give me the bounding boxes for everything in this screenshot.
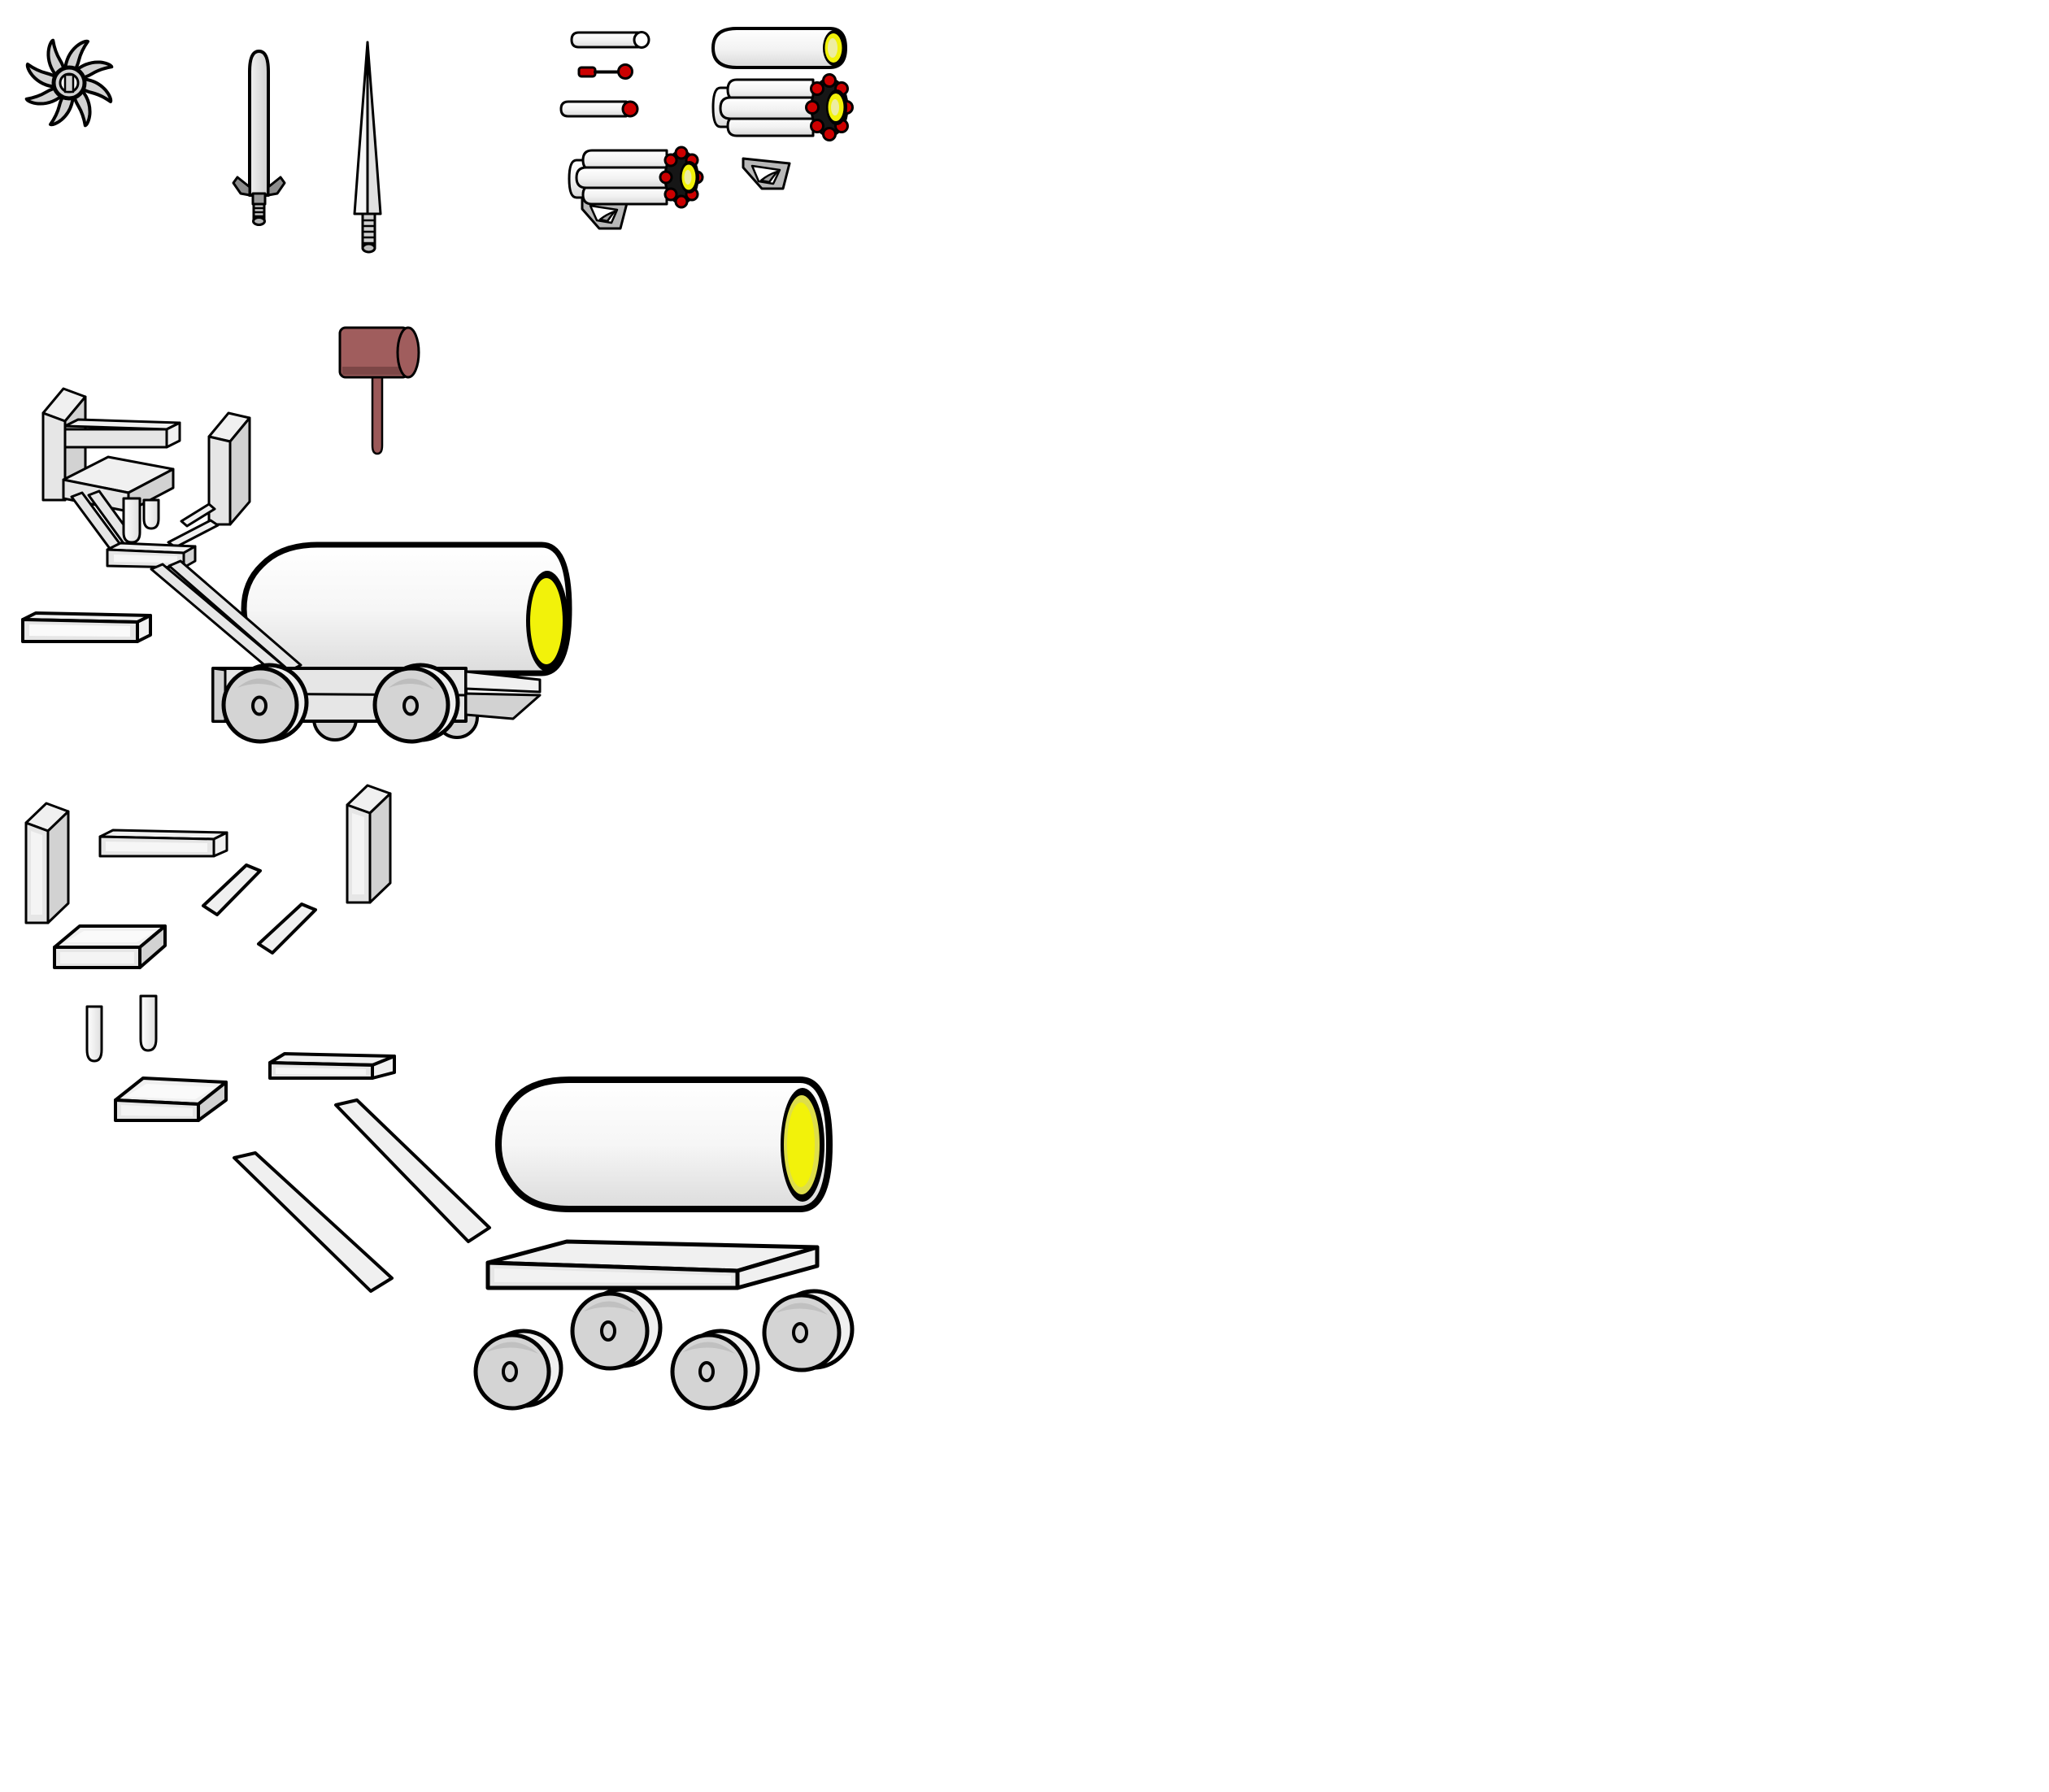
- pod-left-bracket: [581, 198, 629, 230]
- wheel-hub: [251, 695, 268, 716]
- dart-red-tail: [577, 66, 597, 78]
- wheel-hub: [402, 695, 419, 716]
- wheel-hub: [502, 1361, 518, 1382]
- dart-red-tip-ball: [621, 100, 639, 118]
- small-plank: [21, 611, 152, 643]
- wedge-strip-1: [202, 863, 262, 916]
- barrel-part-muzzle: [787, 1103, 815, 1187]
- cart-wheel-left: [221, 663, 309, 744]
- sword-guard-center: [251, 192, 267, 206]
- base-platform: [485, 1239, 820, 1290]
- mallet-handle: [371, 372, 384, 455]
- cannon-muzzle: [530, 578, 563, 664]
- long-strip-1: [334, 1098, 491, 1243]
- dart-plain-endcap: [633, 31, 650, 49]
- wedge-strip-2: [257, 903, 317, 955]
- sword-guard-right: [267, 176, 286, 197]
- dart-red-ball: [617, 63, 633, 80]
- short-plank-1: [98, 829, 228, 858]
- trigger-bracket: [742, 157, 791, 190]
- long-strip-2: [233, 1151, 394, 1293]
- mallet: [338, 326, 420, 455]
- tall-block-left: [24, 802, 70, 924]
- carriage-frame: [41, 387, 251, 569]
- dart-red-tip: [559, 100, 639, 118]
- short-plank-2: [268, 1052, 396, 1080]
- pike-grip-end: [361, 242, 376, 254]
- frame-peg-2: [142, 498, 160, 530]
- frame-strip-lower: [167, 519, 220, 549]
- wheel-part-3: [670, 1329, 760, 1411]
- rocket-pod-right: [711, 73, 854, 141]
- cannon-assembled: [150, 542, 572, 744]
- cart-tail-upper: [464, 670, 542, 694]
- rocket-pod-left: [568, 146, 704, 230]
- pod-tube-mid: [719, 96, 819, 120]
- sword-icon: [232, 50, 286, 226]
- pod-left-tube-mid: [575, 166, 673, 189]
- dowel-peg-1: [85, 1005, 103, 1063]
- dart-red: [577, 63, 633, 80]
- sword-blade: [248, 50, 270, 197]
- wheel-hub: [698, 1361, 715, 1382]
- cart-tail-lower: [464, 692, 542, 720]
- pike-blade-right: [366, 41, 382, 215]
- cannon-barrel: [241, 542, 572, 676]
- wheel-hub: [600, 1320, 616, 1342]
- pike-blade-left: [353, 41, 369, 215]
- pod-shells: [805, 73, 854, 141]
- mallet-head-end: [396, 326, 420, 379]
- loose-parts: [24, 784, 855, 1411]
- cart-wheel-right: [372, 663, 460, 744]
- cannon-barrel-part: [495, 1077, 833, 1212]
- wheel-part-4: [762, 1289, 855, 1372]
- dart-plain: [570, 31, 650, 49]
- frame-peg-1: [122, 497, 141, 544]
- rocket-tube-body: [711, 27, 847, 69]
- throwing-star-icon: [24, 38, 114, 128]
- tall-block-right: [346, 784, 392, 904]
- wheel-part-1: [473, 1329, 563, 1411]
- wheel-part-2: [570, 1287, 663, 1371]
- sword-guard-left: [232, 176, 251, 197]
- star-pin: [63, 73, 75, 94]
- flat-block-1: [53, 924, 167, 969]
- sword-pommel: [252, 216, 266, 226]
- frame-strip-upper: [180, 502, 216, 528]
- frame-long-brace-2: [167, 559, 302, 672]
- flat-block-2: [114, 1077, 228, 1122]
- pike-icon: [353, 41, 382, 254]
- wheel-hub: [792, 1322, 808, 1343]
- rocket-tube: [711, 27, 847, 69]
- dowel-peg-2: [139, 994, 158, 1052]
